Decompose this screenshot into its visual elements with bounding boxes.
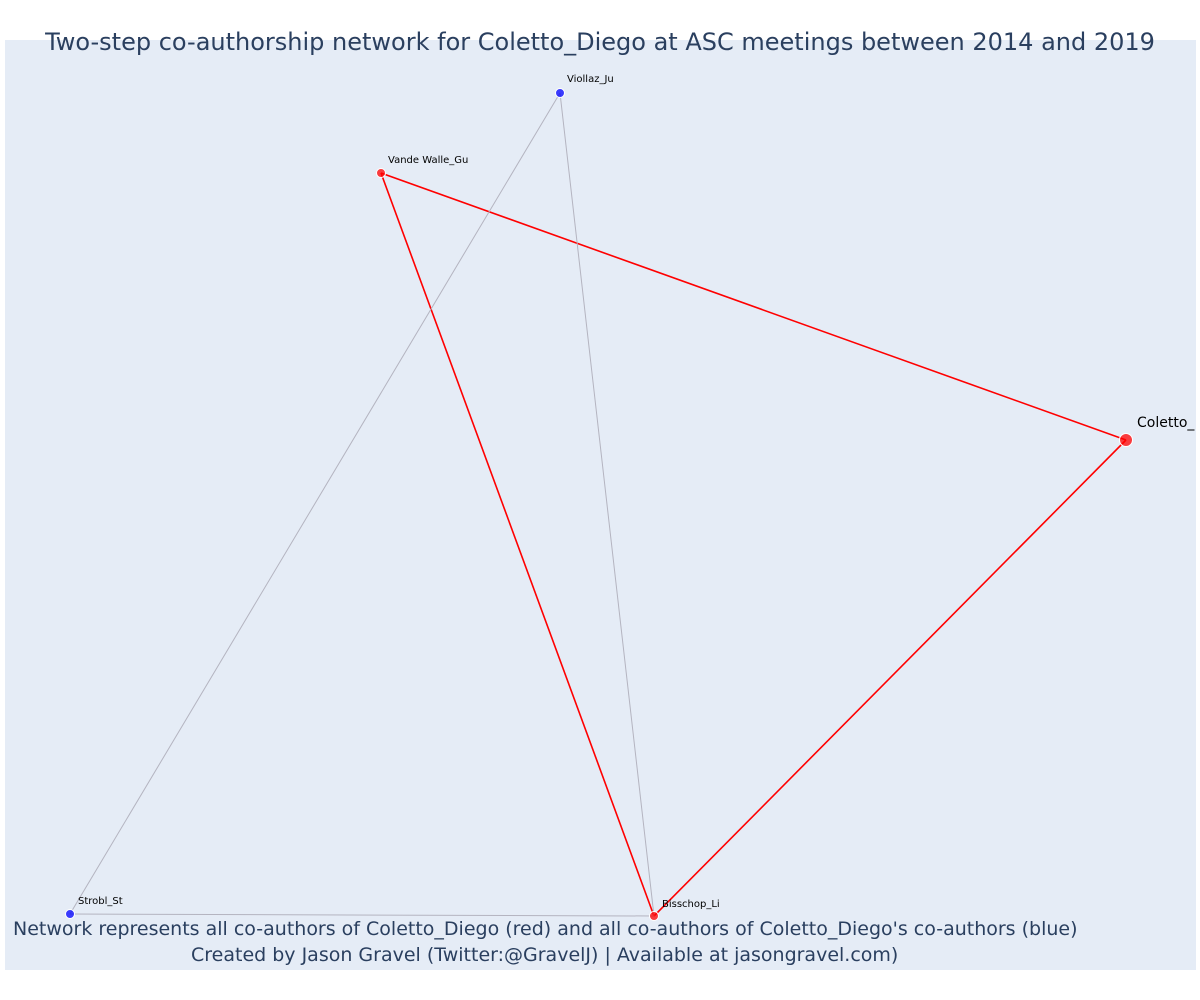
chart-title: Two-step co-authorship network for Colet…: [45, 28, 1155, 56]
edge-viollaz-ju-strobl-st: [69, 92, 561, 915]
node-label-vande-walle-gu: Vande Walle_Gu: [388, 155, 468, 166]
edge-vande-walle-gu-bisschop-li: [380, 172, 655, 917]
caption-line-2: Created by Jason Gravel (Twitter:@Gravel…: [191, 944, 899, 966]
node-label-strobl-st: Strobl_St: [78, 896, 123, 907]
edge-coletto-diego-vande-walle-gu: [380, 172, 1127, 441]
edge-strobl-st-bisschop-li: [69, 913, 655, 917]
edge-coletto-diego-bisschop-li: [653, 439, 1127, 917]
node-strobl-st[interactable]: [65, 909, 75, 919]
node-bisschop-li[interactable]: [649, 911, 659, 921]
caption-line-1: Network represents all co-authors of Col…: [13, 918, 1078, 940]
node-coletto-diego[interactable]: [1119, 433, 1133, 447]
node-vande-walle-gu[interactable]: [376, 168, 386, 178]
edge-viollaz-ju-bisschop-li: [559, 92, 655, 917]
node-label-bisschop-li: Bisschop_Li: [662, 899, 720, 910]
node-label-viollaz-ju: Viollaz_Ju: [567, 74, 614, 85]
nodes-layer: [65, 88, 1133, 921]
plot-background: [5, 40, 1196, 970]
node-label-coletto-diego: Coletto_: [1137, 415, 1195, 431]
edges-layer: [69, 92, 1127, 917]
node-viollaz-ju[interactable]: [555, 88, 565, 98]
